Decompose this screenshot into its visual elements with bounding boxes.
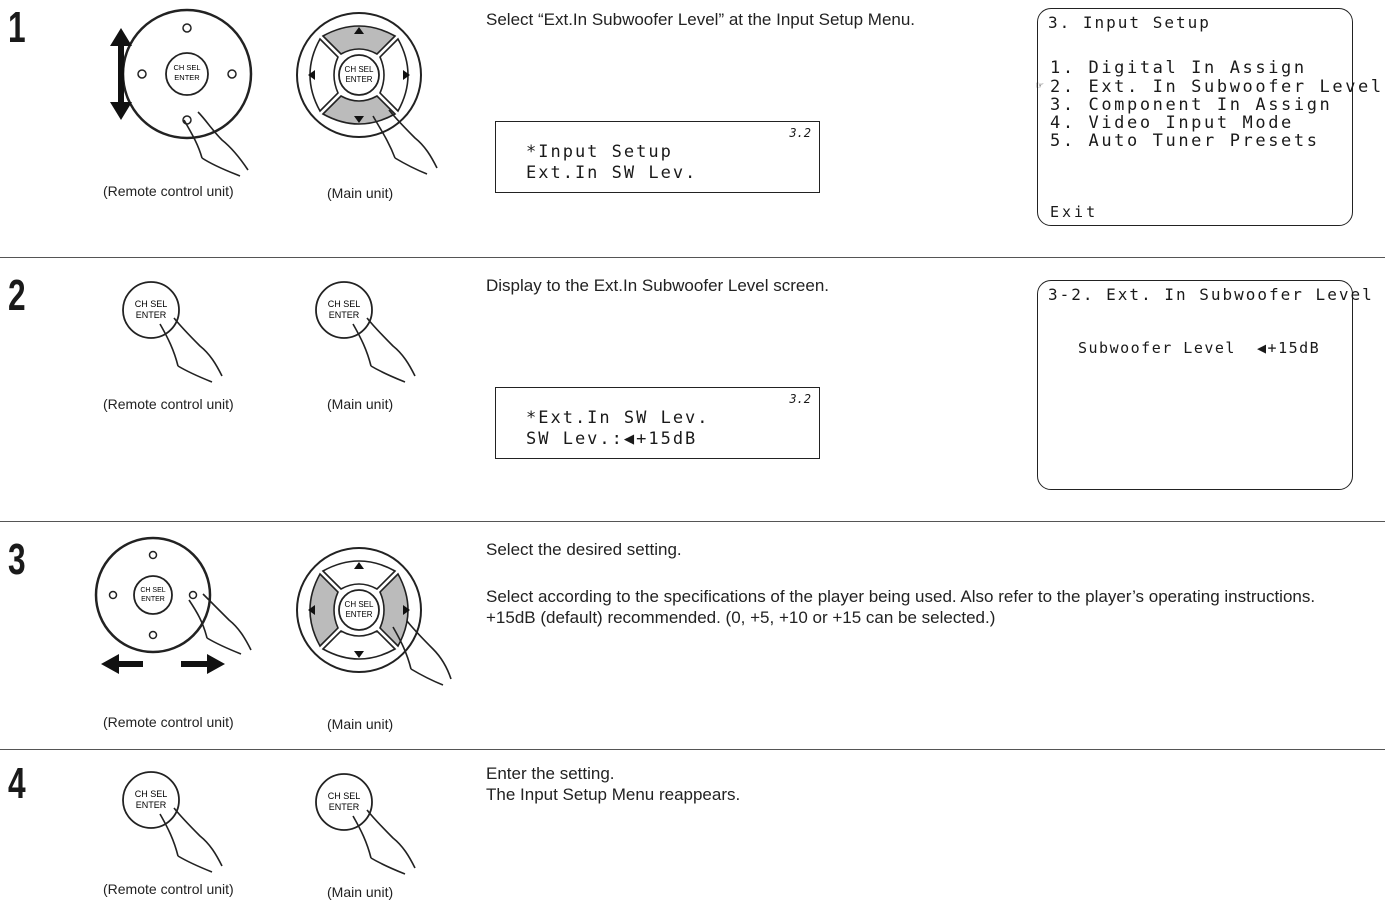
menu-exit: Exit bbox=[1050, 203, 1099, 221]
button-label: CH SEL bbox=[140, 587, 165, 594]
menu-title: 3-2. Ext. In Subwoofer Level bbox=[1048, 285, 1374, 304]
display-line-2: Ext.In SW Lev. bbox=[526, 163, 698, 183]
step-2-instruction: Display to the Ext.In Subwoofer Level sc… bbox=[486, 275, 1006, 296]
front-panel-display: 3.2 *Input Setup Ext.In SW Lev. bbox=[495, 121, 820, 193]
step-4-instruction: Enter the setting. The Input Setup Menu … bbox=[486, 763, 1086, 805]
button-label: ENTER bbox=[329, 802, 360, 812]
menu-title: 3. Input Setup bbox=[1048, 13, 1211, 32]
instruction-text: Select the desired setting. bbox=[486, 540, 682, 559]
main-caption: (Main unit) bbox=[327, 716, 394, 732]
step-number: 4 bbox=[8, 759, 26, 808]
step-number: 2 bbox=[8, 271, 26, 320]
main-caption: (Main unit) bbox=[327, 185, 394, 201]
menu-item: 5. Auto Tuner Presets bbox=[1050, 131, 1320, 151]
remote-caption: (Remote control unit) bbox=[103, 714, 234, 730]
button-label: ENTER bbox=[329, 310, 360, 320]
remote-dial-leftright-illustration: CH SEL ENTER bbox=[94, 536, 252, 674]
on-screen-menu: 3. Input Setup 1. Digital In Assign ☞ 2.… bbox=[1036, 8, 1381, 226]
remote-enter-button-illustration: CH SEL ENTER bbox=[122, 281, 223, 383]
remote-dial-updown-illustration: CH SEL ENTER bbox=[110, 8, 253, 177]
front-panel-display: 3.2 *Ext.In SW Lev. SW Lev.:◀+15dB bbox=[495, 387, 820, 459]
button-label: ENTER bbox=[141, 596, 165, 603]
remote-caption: (Remote control unit) bbox=[103, 881, 234, 897]
display-line-1: *Ext.In SW Lev. bbox=[526, 408, 710, 428]
button-label: CH SEL bbox=[135, 299, 168, 309]
display-code: 3.2 bbox=[789, 392, 811, 406]
button-label: ENTER bbox=[345, 610, 372, 619]
subwoofer-level-setting: Subwoofer Level ◀+15dB bbox=[1078, 339, 1321, 357]
button-label: CH SEL bbox=[173, 63, 200, 72]
instruction-text: Select “Ext.In Subwoofer Level” at the I… bbox=[486, 10, 916, 29]
instruction-text: +15dB (default) recommended. (0, +5, +10… bbox=[486, 608, 996, 627]
button-label: CH SEL bbox=[328, 299, 361, 309]
main-unit-dpad-leftright-illustration: CH SEL ENTER bbox=[296, 547, 452, 686]
step-1-instruction: Select “Ext.In Subwoofer Level” at the I… bbox=[486, 9, 991, 30]
main-unit-dpad-updown-illustration: CH SEL ENTER bbox=[296, 12, 438, 175]
menu-item: 1. Digital In Assign bbox=[1050, 58, 1307, 78]
remote-caption: (Remote control unit) bbox=[103, 183, 234, 199]
on-screen-menu: 3-2. Ext. In Subwoofer Level Subwoofer L… bbox=[1037, 280, 1372, 490]
instruction-text: Select according to the specifications o… bbox=[486, 587, 1316, 606]
button-label: CH SEL bbox=[345, 600, 374, 609]
main-enter-button-illustration: CH SEL ENTER bbox=[315, 281, 416, 383]
instruction-text: Enter the setting. bbox=[486, 764, 615, 783]
button-label: ENTER bbox=[345, 75, 372, 84]
section-divider bbox=[0, 521, 1385, 522]
step-number: 1 bbox=[8, 3, 26, 52]
remote-enter-button-illustration: CH SEL ENTER bbox=[122, 771, 223, 873]
main-caption: (Main unit) bbox=[327, 396, 394, 412]
display-line-2: SW Lev.:◀+15dB bbox=[526, 429, 698, 449]
button-label: CH SEL bbox=[345, 65, 374, 74]
step-number: 3 bbox=[8, 535, 26, 584]
section-divider bbox=[0, 749, 1385, 750]
button-label: CH SEL bbox=[328, 791, 361, 801]
button-label: ENTER bbox=[136, 310, 167, 320]
section-divider bbox=[0, 257, 1385, 258]
instruction-text: The Input Setup Menu reappears. bbox=[486, 785, 741, 804]
display-code: 3.2 bbox=[789, 126, 811, 140]
remote-caption: (Remote control unit) bbox=[103, 396, 234, 412]
menu-item-selected: 2. Ext. In Subwoofer Level bbox=[1050, 77, 1384, 97]
main-caption: (Main unit) bbox=[327, 884, 394, 900]
button-label: CH SEL bbox=[135, 789, 168, 799]
main-enter-button-illustration: CH SEL ENTER bbox=[315, 773, 416, 875]
pointing-hand-icon: ☞ bbox=[1036, 78, 1044, 92]
menu-item: 3. Component In Assign bbox=[1050, 95, 1333, 115]
button-label: ENTER bbox=[174, 73, 200, 82]
menu-item: 4. Video Input Mode bbox=[1050, 113, 1294, 133]
display-line-1: *Input Setup bbox=[526, 142, 673, 162]
button-label: ENTER bbox=[136, 800, 167, 810]
instruction-text: Display to the Ext.In Subwoofer Level sc… bbox=[486, 276, 830, 295]
step-3-instruction: Select the desired setting. Select accor… bbox=[486, 539, 1381, 628]
